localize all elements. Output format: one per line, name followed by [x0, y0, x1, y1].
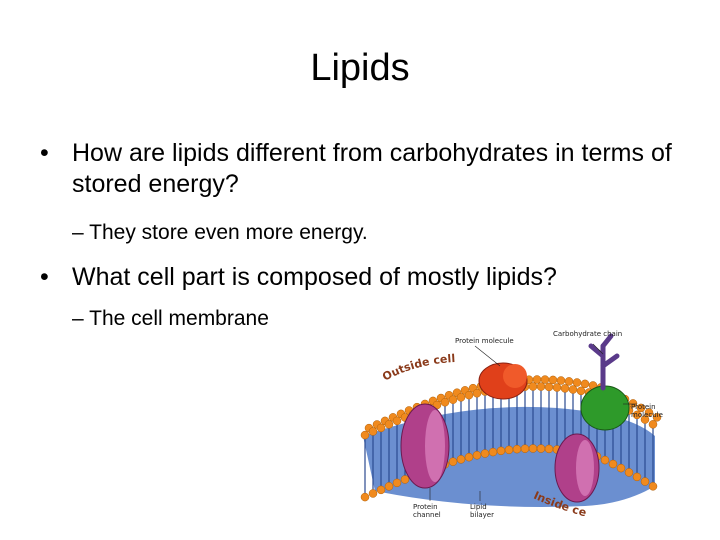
- lipid-head-icon: [464, 390, 474, 400]
- lipid-head-icon: [544, 382, 554, 392]
- cell-membrane-diagram: Outside cell Inside cell Protein molecul…: [355, 326, 670, 531]
- red-protein-lobe-icon: [503, 364, 527, 388]
- bullet-1: • How are lipids different from carbohyd…: [40, 138, 690, 200]
- lipid-head-icon: [652, 413, 662, 422]
- green-protein-icon: [580, 385, 630, 431]
- lipid-head-icon: [456, 455, 466, 464]
- lipid-head-icon: [384, 482, 394, 491]
- lipid-head-icon: [616, 463, 626, 473]
- lipid-head-icon: [540, 375, 550, 384]
- lipid-head-icon: [368, 427, 378, 436]
- lipid-head-icon: [496, 446, 506, 456]
- lipid-head-icon: [472, 450, 482, 460]
- lipid-head-icon: [480, 449, 490, 458]
- lipid-head-icon: [632, 410, 642, 420]
- bullet-text: What cell part is composed of mostly lip…: [72, 263, 557, 291]
- bullet-2: • What cell part is composed of mostly l…: [40, 262, 690, 293]
- lipid-head-icon: [360, 430, 370, 440]
- lipid-head-icon: [560, 384, 570, 393]
- lipid-head-icon: [472, 388, 482, 398]
- lipid-head-icon: [644, 408, 654, 417]
- lipid-head-icon: [376, 485, 386, 495]
- lipid-head-icon: [520, 444, 530, 453]
- sub-bullet-2: – The cell membrane: [72, 306, 672, 332]
- sub-bullet-marker: –: [72, 221, 84, 244]
- lipid-head-icon: [528, 444, 538, 453]
- lipid-head-icon: [504, 445, 514, 455]
- slide-title: Lipids: [310, 47, 410, 89]
- lipid-head-icon: [440, 398, 450, 407]
- lipid-head-icon: [544, 444, 554, 454]
- lipid-head-icon: [648, 420, 658, 429]
- lipid-head-icon: [608, 459, 618, 469]
- lipid-head-icon: [448, 395, 458, 404]
- lipid-head-icon: [384, 420, 394, 429]
- lipid-head-icon: [368, 489, 378, 498]
- lipid-head-icon: [488, 447, 498, 457]
- sub-bullet-1: – They store even more energy.: [72, 220, 672, 246]
- lipid-head-icon: [600, 455, 610, 465]
- channel-protein-left-highlight: [425, 410, 445, 482]
- lipid-head-icon: [400, 475, 410, 484]
- lipid-head-icon: [360, 492, 370, 502]
- protein-molecule-top-label: Protein molecule: [455, 337, 514, 345]
- sub-bullet-marker: –: [72, 307, 84, 330]
- lipid-head-icon: [648, 482, 658, 491]
- bullet-marker: •: [40, 263, 49, 291]
- lipid-head-icon: [564, 377, 574, 386]
- lipid-head-icon: [464, 452, 474, 462]
- lipid-head-icon: [532, 375, 542, 384]
- channel-protein-right-highlight: [576, 440, 594, 496]
- carbohydrate-chain-label: Carbohydrate chain: [553, 330, 622, 338]
- lipid-head-icon: [640, 415, 650, 424]
- lipid-head-icon: [528, 382, 538, 391]
- carbohydrate-chain-icon: [588, 333, 620, 391]
- lipid-head-icon: [556, 376, 566, 385]
- lipid-head-icon: [580, 379, 590, 389]
- sub-bullet-text: They store even more energy.: [89, 221, 368, 244]
- bullet-marker: •: [40, 139, 49, 167]
- lipid-head-icon: [392, 478, 402, 488]
- lipid-head-icon: [456, 393, 466, 402]
- lipid-head-icon: [576, 386, 586, 396]
- lipid-head-icon: [548, 375, 558, 385]
- lipid-head-icon: [512, 444, 522, 454]
- membrane-svg: Outside cell Inside cell Protein molecul…: [355, 326, 663, 520]
- lipid-head-icon: [536, 444, 546, 453]
- sub-bullet-text: The cell membrane: [89, 307, 269, 330]
- lipid-head-icon: [552, 383, 562, 392]
- lipid-head-icon: [536, 382, 546, 391]
- lipid-head-icon: [572, 378, 582, 387]
- lipid-head-icon: [448, 457, 458, 466]
- outside-cell-label: Outside cell: [380, 352, 455, 384]
- label-leaders: [429, 343, 637, 501]
- lipid-head-icon: [640, 477, 650, 486]
- lipid-head-icon: [632, 472, 642, 482]
- lipid-head-icon: [376, 423, 386, 433]
- lipid-head-icon: [624, 468, 634, 477]
- bullet-text: How are lipids different from carbohydra…: [72, 139, 672, 198]
- lipid-head-icon: [392, 416, 402, 426]
- lipid-head-icon: [568, 385, 578, 394]
- lipid-head-icon: [636, 403, 646, 413]
